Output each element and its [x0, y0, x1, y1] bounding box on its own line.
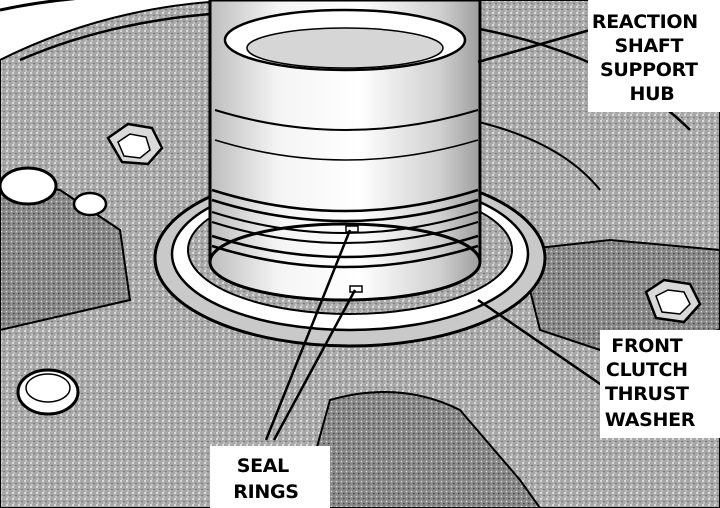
label-line: WASHER — [605, 409, 696, 431]
label-backing-seal — [210, 446, 330, 508]
leader-lines — [264, 28, 607, 441]
bolt-hole-left — [0, 166, 108, 217]
label-backing-washer — [600, 330, 720, 438]
label-reaction-shaft-support-hub: REACTION SHAFT SUPPORT HUB — [592, 11, 704, 105]
label-line: SHAFT — [614, 35, 683, 57]
label-line: SEAL — [237, 455, 289, 477]
label-line: REACTION — [592, 11, 698, 33]
label-line: HUB — [630, 83, 675, 105]
label-line: SUPPORT — [600, 59, 698, 81]
label-front-clutch-thrust-washer: FRONT CLUTCH THRUST WASHER — [605, 335, 696, 431]
label-line: RINGS — [233, 481, 298, 503]
label-line: FRONT — [611, 335, 682, 357]
bolt-head-right — [644, 278, 702, 324]
leader-reaction-shaft-support-hub — [477, 28, 591, 64]
leader-seal-ring-lower — [272, 289, 357, 441]
label-line: THRUST — [605, 383, 689, 405]
label-line: CLUTCH — [606, 359, 688, 381]
bolt-head-left — [106, 122, 164, 166]
bolt-hole-lower-left — [16, 368, 80, 416]
label-seal-rings: SEAL RINGS — [233, 455, 298, 503]
leader-seal-ring-upper — [264, 229, 352, 441]
leader-front-clutch-thrust-washer — [477, 298, 607, 390]
label-backing-hub — [588, 0, 720, 112]
reaction-shaft-support-hub — [208, 0, 482, 302]
